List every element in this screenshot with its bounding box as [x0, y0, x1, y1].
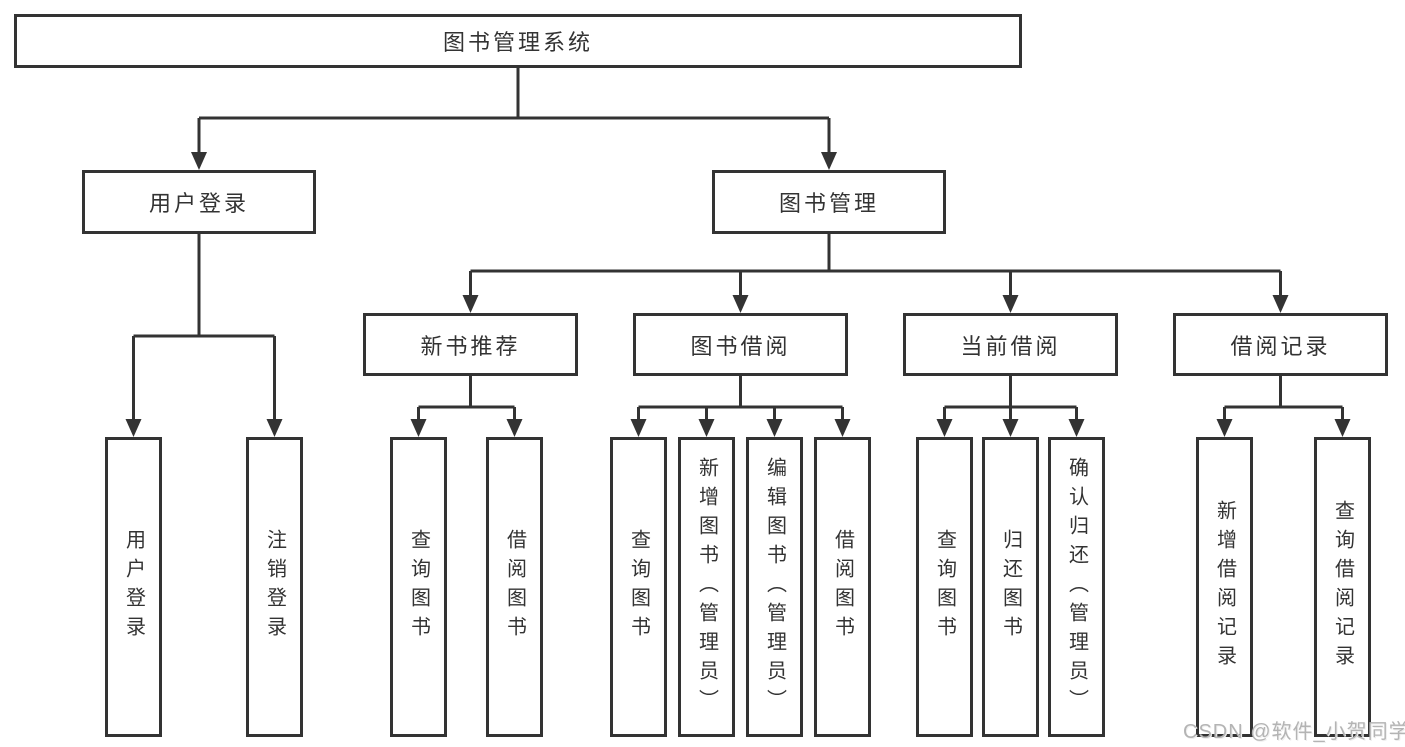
edge-login-to-leaves [132, 234, 276, 424]
leaf-newbook-query-books: 查询图书 [390, 437, 447, 737]
leaf-borrow-edit-books-admin: 编辑图书（管理员） [746, 437, 803, 737]
leaf-borrow-add-books-admin: 新增图书（管理员） [678, 437, 735, 737]
node-label: 新书推荐 [420, 333, 521, 359]
arrow-down-icon [698, 419, 715, 437]
arrow-down-icon [266, 419, 283, 437]
arrow-down-icon [125, 419, 142, 437]
leaf-borrow-query-books: 查询图书 [610, 437, 667, 737]
leaf-label: 归还图书 [999, 529, 1022, 645]
csdn-watermark: CSDN @软件_小贺同学 [1183, 721, 1405, 743]
leaf-borrow-borrow-books: 借阅图书 [814, 437, 871, 737]
leaf-current-query-books: 查询图书 [916, 437, 973, 737]
node-label: 图书借阅 [690, 333, 791, 359]
arrow-down-icon [506, 419, 523, 437]
leaf-label: 确认归还（管理员） [1065, 456, 1088, 718]
leaf-label: 注销登录 [263, 529, 286, 645]
node-borrowing-records: 借阅记录 [1173, 313, 1388, 376]
arrow-down-icon [732, 295, 749, 313]
leaf-label: 借阅图书 [831, 529, 854, 645]
edge-current-to-leaves [943, 376, 1078, 424]
leaf-label: 查询借阅记录 [1331, 500, 1354, 674]
node-book-management: 图书管理 [712, 170, 946, 234]
node-label: 用户登录 [148, 191, 249, 216]
leaf-label: 用户登录 [122, 529, 145, 645]
arrow-down-icon [936, 419, 953, 437]
edge-mgmt-to-level3 [469, 234, 1282, 298]
arrow-down-icon [191, 152, 207, 170]
leaf-label: 查询图书 [627, 529, 650, 645]
leaf-records-query-borrow-record: 查询借阅记录 [1314, 437, 1371, 737]
leaf-label: 新增图书（管理员） [695, 456, 718, 718]
leaf-label: 新增借阅记录 [1213, 500, 1236, 674]
arrow-down-icon [821, 152, 837, 170]
arrow-down-icon [630, 419, 647, 437]
node-book-borrowing: 图书借阅 [633, 313, 848, 376]
leaf-records-add-borrow-record: 新增借阅记录 [1196, 437, 1253, 737]
node-label: 图书管理 [778, 191, 879, 216]
edge-newbook-to-leaves [417, 376, 516, 424]
arrow-down-icon [1002, 295, 1019, 313]
leaf-newbook-borrow-books: 借阅图书 [486, 437, 543, 737]
leaf-logout: 注销登录 [246, 437, 303, 737]
leaf-label: 编辑图书（管理员） [763, 456, 786, 718]
arrow-down-icon [1068, 419, 1085, 437]
node-current-borrowing: 当前借阅 [903, 313, 1118, 376]
leaf-user-login: 用户登录 [105, 437, 162, 737]
leaf-current-return-books: 归还图书 [982, 437, 1039, 737]
arrow-down-icon [766, 419, 783, 437]
arrow-down-icon [410, 419, 427, 437]
tree-edges [132, 68, 1344, 424]
node-library-management-system: 图书管理系统 [14, 14, 1022, 68]
edge-borrow-to-leaves [637, 376, 844, 424]
node-label: 图书管理系统 [442, 30, 593, 55]
leaf-label: 查询图书 [933, 529, 956, 645]
node-label: 借阅记录 [1230, 333, 1331, 359]
node-label: 当前借阅 [960, 333, 1061, 359]
edge-records-to-leaves [1223, 376, 1344, 424]
arrow-down-icon [462, 295, 479, 313]
leaf-label: 借阅图书 [503, 529, 526, 645]
arrow-down-icon [834, 419, 851, 437]
node-new-book-recommend: 新书推荐 [363, 313, 578, 376]
arrow-down-icon [1216, 419, 1233, 437]
leaf-current-confirm-return-admin: 确认归还（管理员） [1048, 437, 1105, 737]
edge-root-to-level2 [197, 68, 831, 155]
arrow-down-icon [1334, 419, 1351, 437]
leaf-label: 查询图书 [407, 529, 430, 645]
arrowhead-icons [125, 152, 1351, 437]
node-user-login: 用户登录 [82, 170, 316, 234]
arrow-down-icon [1002, 419, 1019, 437]
arrow-down-icon [1272, 295, 1289, 313]
